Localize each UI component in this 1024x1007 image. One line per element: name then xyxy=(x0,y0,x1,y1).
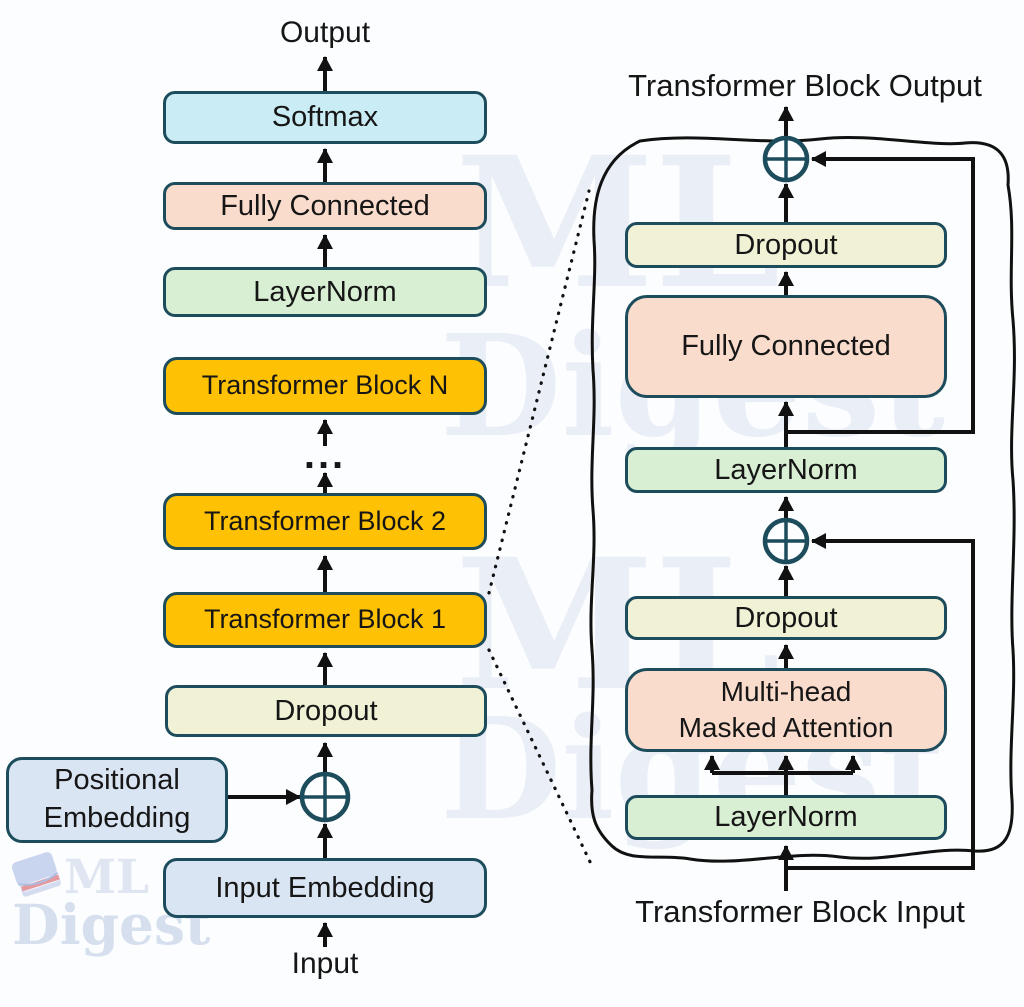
positional-embedding-box: Positional Embedding xyxy=(6,757,228,843)
transformer-block-output-title: Transformer Block Output xyxy=(628,68,982,103)
masked-attention-line2: Masked Attention xyxy=(678,712,894,743)
softmax-box-label: Softmax xyxy=(271,101,379,134)
flow-arrows xyxy=(228,56,333,947)
block-detail-outline xyxy=(589,136,1016,863)
layernorm-box-label: LayerNorm xyxy=(253,275,397,308)
output-label: Output xyxy=(279,16,371,49)
add-icon xyxy=(299,771,351,823)
detail-layernorm-bottom-box: LayerNorm xyxy=(625,795,947,840)
transformer-block-2-box: Transformer Block 2 xyxy=(163,493,487,550)
detail-fully-connected-label: Fully Connected xyxy=(681,330,891,363)
detail-layernorm-bottom-label: LayerNorm xyxy=(714,801,858,834)
positional-embedding-line2: Embedding xyxy=(43,802,191,834)
masked-attention-line1: Multi-head xyxy=(720,675,852,707)
input-embedding-label: Input Embedding xyxy=(215,871,435,904)
detail-arrows xyxy=(704,106,975,891)
transformer-block-n-label: Transformer Block N xyxy=(201,370,449,401)
dropout-box-label: Dropout xyxy=(274,694,378,727)
transformer-block-input-title: Transformer Block Input xyxy=(635,894,965,929)
add-icon xyxy=(762,135,810,183)
fully-connected-box-label: Fully Connected xyxy=(220,189,430,222)
dropout-box: Dropout xyxy=(165,685,487,737)
zoom-connector-line-bottom xyxy=(487,648,594,868)
fully-connected-box: Fully Connected xyxy=(163,182,487,230)
book-icon xyxy=(11,852,61,897)
detail-fully-connected-box: Fully Connected xyxy=(625,295,947,398)
residual-path-top xyxy=(786,151,975,434)
add-icons xyxy=(299,135,810,823)
softmax-box: Softmax xyxy=(163,91,487,144)
detail-layernorm-mid-box: LayerNorm xyxy=(625,447,947,493)
positional-embedding-line1: Positional xyxy=(54,764,180,797)
detail-dropout-top-label: Dropout xyxy=(734,228,838,261)
transformer-block-1-box: Transformer Block 1 xyxy=(163,592,487,648)
add-icon xyxy=(762,517,810,565)
detail-dropout-bottom-box: Dropout xyxy=(625,596,947,640)
input-embedding-box: Input Embedding xyxy=(163,858,487,918)
detail-dropout-top-box: Dropout xyxy=(625,222,947,268)
residual-path-bottom xyxy=(786,533,975,870)
zoom-connector-line-top xyxy=(487,189,591,595)
masked-attention-box: Multi-head Masked Attention xyxy=(625,668,947,752)
transformer-block-1-label: Transformer Block 1 xyxy=(203,604,447,635)
input-label: Input xyxy=(291,947,359,980)
layernorm-box: LayerNorm xyxy=(163,267,487,317)
detail-layernorm-mid-label: LayerNorm xyxy=(714,453,858,486)
transformer-block-2-label: Transformer Block 2 xyxy=(203,505,447,536)
transformer-block-n-box: Transformer Block N xyxy=(163,357,487,415)
detail-dropout-bottom-label: Dropout xyxy=(734,601,838,634)
